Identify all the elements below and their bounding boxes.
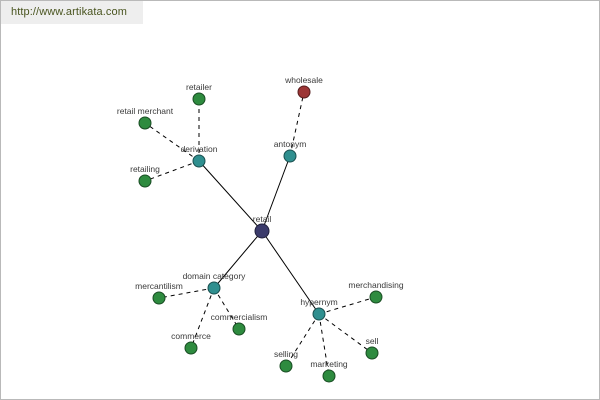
graph-edge-retail-hypernym	[261, 230, 320, 315]
graph-node-label-derivation: derivation	[181, 144, 218, 154]
graph-node-commercialism[interactable]	[232, 322, 246, 336]
graph-node-label-marketing: marketing	[310, 359, 348, 369]
graph-edge-antonym-wholesale	[289, 91, 305, 157]
graph-edge-retail-antonym	[261, 155, 291, 232]
graph-node-derivation[interactable]	[192, 154, 206, 168]
graph-node-label-mercantilism: mercantilism	[135, 281, 183, 291]
graph-node-mercantilism[interactable]	[152, 291, 166, 305]
graph-node-label-retail_merchant: retail merchant	[117, 106, 174, 116]
graph-edge-derivation-retail_merchant	[144, 122, 200, 162]
node-layer[interactable]	[138, 85, 383, 383]
url-text: http://www.artikata.com	[11, 6, 128, 18]
graph-node-retailing[interactable]	[138, 174, 152, 188]
graph-node-label-retailing: retailing	[130, 164, 160, 174]
graph-node-domain_category[interactable]	[207, 281, 221, 295]
graph-node-wholesale[interactable]	[297, 85, 311, 99]
graph-node-label-commercialism: commercialism	[211, 312, 268, 322]
graph-node-label-merchandising: merchandising	[348, 280, 404, 290]
edge-layer	[144, 91, 377, 377]
graph-edge-hypernym-marketing	[318, 313, 330, 377]
graph-node-label-antonym: antonym	[274, 139, 307, 149]
graph-node-marketing[interactable]	[322, 369, 336, 383]
graph-node-label-retailer: retailer	[186, 82, 212, 92]
graph-node-commerce[interactable]	[184, 341, 198, 355]
graph-node-label-selling: selling	[274, 349, 298, 359]
graph-node-retail[interactable]	[254, 223, 270, 239]
graph-node-label-domain_category: domain category	[183, 271, 247, 281]
graph-node-label-commerce: commerce	[171, 331, 211, 341]
graph-node-hypernym[interactable]	[312, 307, 326, 321]
graph-node-selling[interactable]	[279, 359, 293, 373]
graph-node-label-sell: sell	[366, 336, 379, 346]
label-layer: retail derivation antonym domain category hy…	[117, 75, 404, 369]
graph-edge-retail-domain_category	[213, 230, 263, 289]
graph-edge-domain_category-commerce	[190, 287, 215, 349]
graph-node-retail_merchant[interactable]	[138, 116, 152, 130]
graph-node-label-hypernym: hypernym	[300, 297, 337, 307]
graph-edge-hypernym-selling	[285, 313, 320, 367]
graph-node-sell[interactable]	[365, 346, 379, 360]
graph-node-label-retail: retail	[253, 214, 272, 224]
graph-edge-domain_category-commercialism	[213, 287, 240, 330]
graph-node-merchandising[interactable]	[369, 290, 383, 304]
graph-edge-domain_category-mercantilism	[158, 287, 215, 299]
graph-node-antonym[interactable]	[283, 149, 297, 163]
graph-node-retailer[interactable]	[192, 92, 206, 106]
graph-node-label-wholesale: wholesale	[284, 75, 323, 85]
graph-edge-retail-derivation	[198, 160, 263, 232]
graph-edge-hypernym-sell	[318, 313, 373, 354]
graph-edge-derivation-retailing	[144, 160, 200, 182]
url-bar: http://www.artikata.com	[1, 1, 143, 24]
graph-edge-hypernym-merchandising	[318, 296, 377, 315]
